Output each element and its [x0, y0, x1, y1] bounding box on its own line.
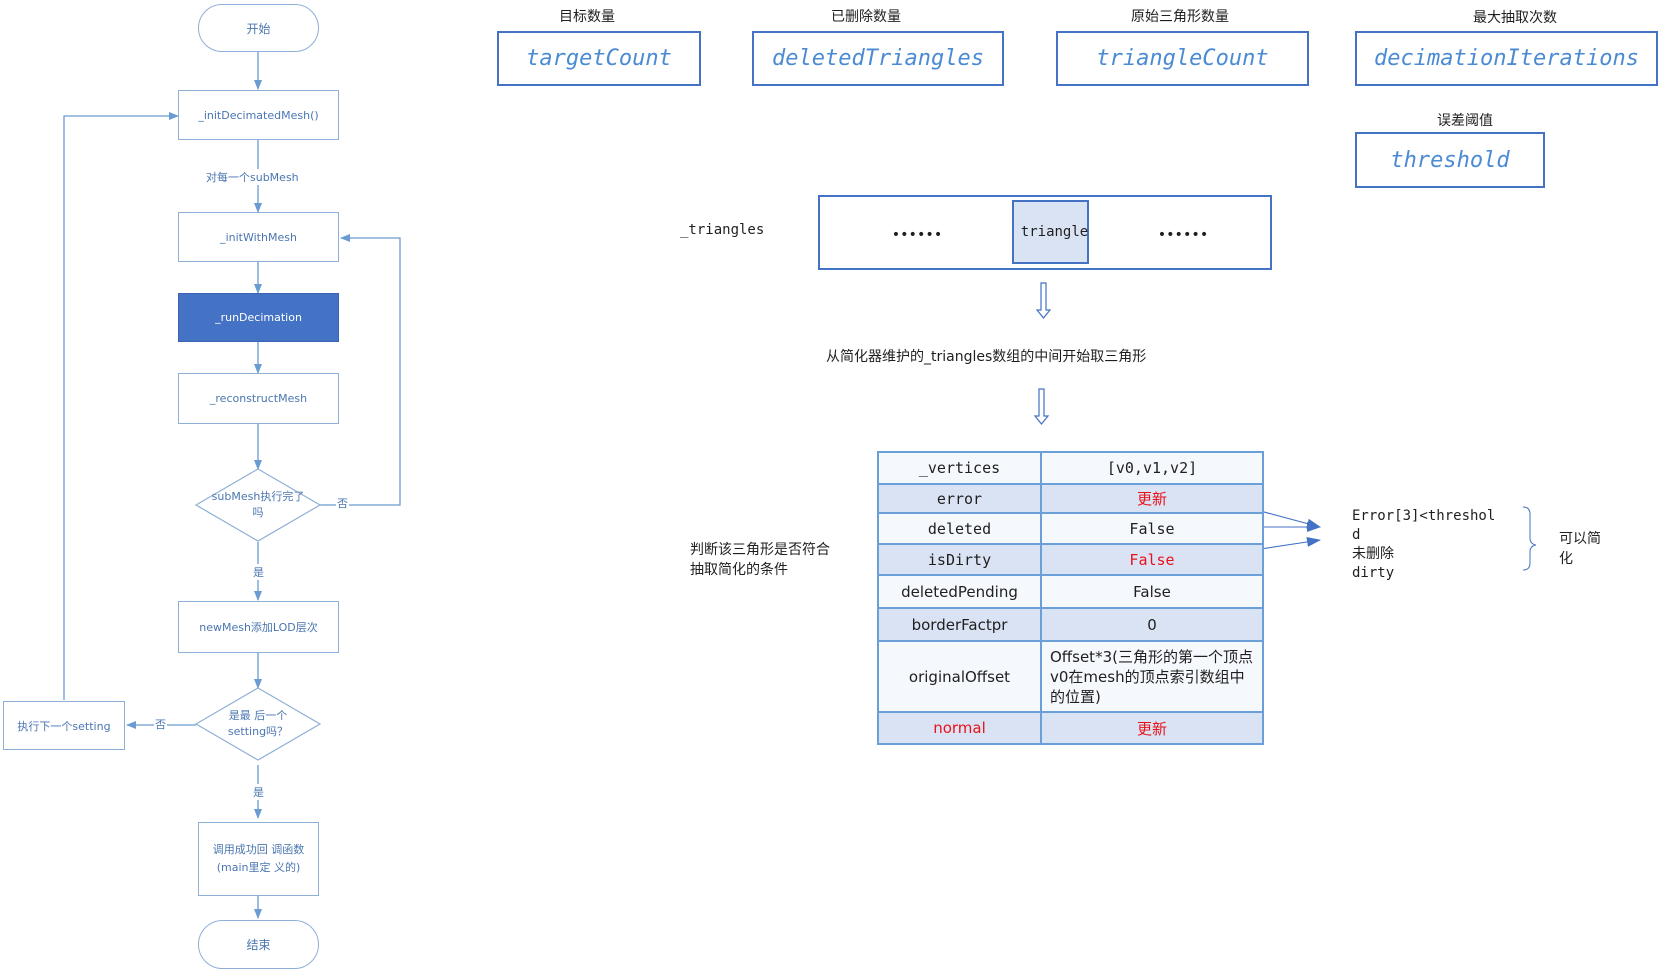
- condition-dirty: dirty: [1352, 565, 1395, 581]
- attr-value: Offset*3(三角形的第一个顶点v0在mesh的顶点索引数组中的位置): [1040, 640, 1264, 713]
- triangle-attribute-table: _vertices [v0,v1,v2] error 更新 deleted Fa…: [877, 451, 1264, 745]
- attr-key: _vertices: [877, 451, 1042, 485]
- condition-error: Error[3]<threshold: [1352, 508, 1496, 543]
- submesh-done-question: subMesh执行完了吗: [211, 490, 305, 519]
- attr-key: normal: [877, 711, 1042, 745]
- edge-next-loop: [63, 112, 179, 700]
- next-setting-node: 执行下一个setting: [3, 701, 125, 750]
- init-decimated-mesh-label: _initDecimatedMesh(): [198, 108, 319, 122]
- attr-row-vertices: _vertices [v0,v1,v2]: [877, 451, 1264, 485]
- deleted-triangles-caption: 已删除数量: [831, 9, 901, 25]
- triangle-cell-label: triangle: [1020, 224, 1089, 240]
- run-decimation-node: _runDecimation: [178, 293, 339, 342]
- target-count-box: targetCount: [497, 31, 701, 86]
- edge-q1-loop: [320, 234, 401, 506]
- yes-label-submesh: 是: [252, 564, 265, 580]
- down-arrow-2: [1033, 388, 1050, 425]
- target-count-caption: 目标数量: [559, 9, 615, 25]
- attr-value: False: [1040, 543, 1264, 576]
- no-label-setting: 否: [154, 716, 167, 732]
- attr-value: [v0,v1,v2]: [1040, 451, 1264, 485]
- decimation-iterations-name: decimationIterations: [1374, 46, 1639, 71]
- last-setting-question: 是最 后一个setting吗？: [227, 709, 289, 738]
- init-with-mesh-label: _initWithMesh: [220, 230, 297, 244]
- end-node: 结束: [198, 920, 319, 969]
- triangle-count-name: triangleCount: [1096, 46, 1269, 71]
- threshold-caption: 误差阈值: [1437, 113, 1493, 129]
- attr-row-normal: normal 更新: [877, 711, 1264, 745]
- attr-key: error: [877, 483, 1042, 514]
- init-with-mesh-node: _initWithMesh: [178, 212, 339, 262]
- attr-value: 更新: [1040, 711, 1264, 745]
- triangles-right-ellipsis: ••••••: [1157, 227, 1209, 243]
- start-node: 开始: [198, 4, 319, 52]
- attr-key: isDirty: [877, 543, 1042, 576]
- threshold-name: threshold: [1390, 147, 1510, 173]
- triangle-count-caption: 原始三角形数量: [1131, 9, 1229, 25]
- judge-note: 判断该三角形是否符合抽取简化的条件: [690, 542, 830, 578]
- attr-row-isdirty: isDirty False: [877, 543, 1264, 576]
- decision-last-setting: [194, 687, 322, 761]
- down-arrow-1: [1035, 282, 1052, 319]
- triangle-cell: triangle: [1012, 200, 1089, 264]
- condition-brace: [1522, 506, 1537, 571]
- condition-not-deleted: 未删除: [1352, 546, 1394, 562]
- attr-row-border-factor: borderFactpr 0: [877, 607, 1264, 642]
- triangles-left-ellipsis: ••••••: [891, 227, 943, 243]
- success-callback-node: 调用成功回 调函数(main里定 义的): [198, 822, 319, 896]
- attr-value: False: [1040, 512, 1264, 545]
- triangles-caption: 从简化器维护的_triangles数组的中间开始取三角形: [826, 349, 1147, 365]
- triangle-count-box: triangleCount: [1056, 31, 1309, 86]
- deleted-triangles-box: deletedTriangles: [752, 31, 1004, 86]
- attr-row-original-offset: originalOffset Offset*3(三角形的第一个顶点v0在mesh…: [877, 640, 1264, 713]
- decimation-iterations-box: decimationIterations: [1355, 31, 1658, 86]
- attr-row-deleted-pending: deletedPending False: [877, 574, 1264, 609]
- triangles-array-label: _triangles: [680, 222, 765, 238]
- attr-value: 更新: [1040, 483, 1264, 514]
- attr-key: deletedPending: [877, 574, 1042, 609]
- success-callback-label: 调用成功回 调函数(main里定 义的): [212, 843, 305, 874]
- condition-list: Error[3]<threshold 未删除 dirty: [1352, 507, 1502, 583]
- decimation-iterations-caption: 最大抽取次数: [1473, 10, 1557, 26]
- attr-row-error: error 更新: [877, 483, 1264, 514]
- no-label-submesh: 否: [336, 495, 349, 511]
- decision-submesh-done: [194, 468, 322, 542]
- attr-key: deleted: [877, 512, 1042, 545]
- attr-value: False: [1040, 574, 1264, 609]
- attr-key: originalOffset: [877, 640, 1042, 713]
- target-count-name: targetCount: [526, 46, 672, 71]
- attr-row-deleted: deleted False: [877, 512, 1264, 545]
- can-simplify-note: 可以简化: [1559, 531, 1601, 567]
- reconstruct-mesh-label: _reconstructMesh: [209, 392, 308, 405]
- yes-label-setting: 是: [252, 784, 265, 800]
- next-setting-label: 执行下一个setting: [17, 719, 111, 733]
- add-lod-node: newMesh添加LOD层次: [178, 601, 339, 653]
- start-label: 开始: [246, 21, 271, 36]
- per-submesh-label: 对每一个subMesh: [205, 169, 300, 185]
- run-decimation-label: _runDecimation: [215, 311, 302, 324]
- reconstruct-mesh-node: _reconstructMesh: [178, 373, 339, 424]
- end-label: 结束: [246, 938, 271, 952]
- add-lod-label: newMesh添加LOD层次: [199, 621, 318, 634]
- attr-value: 0: [1040, 607, 1264, 642]
- threshold-box: threshold: [1355, 132, 1545, 188]
- init-decimated-mesh-node: _initDecimatedMesh(): [178, 90, 339, 140]
- attr-key: borderFactpr: [877, 607, 1042, 642]
- deleted-triangles-name: deletedTriangles: [772, 46, 984, 71]
